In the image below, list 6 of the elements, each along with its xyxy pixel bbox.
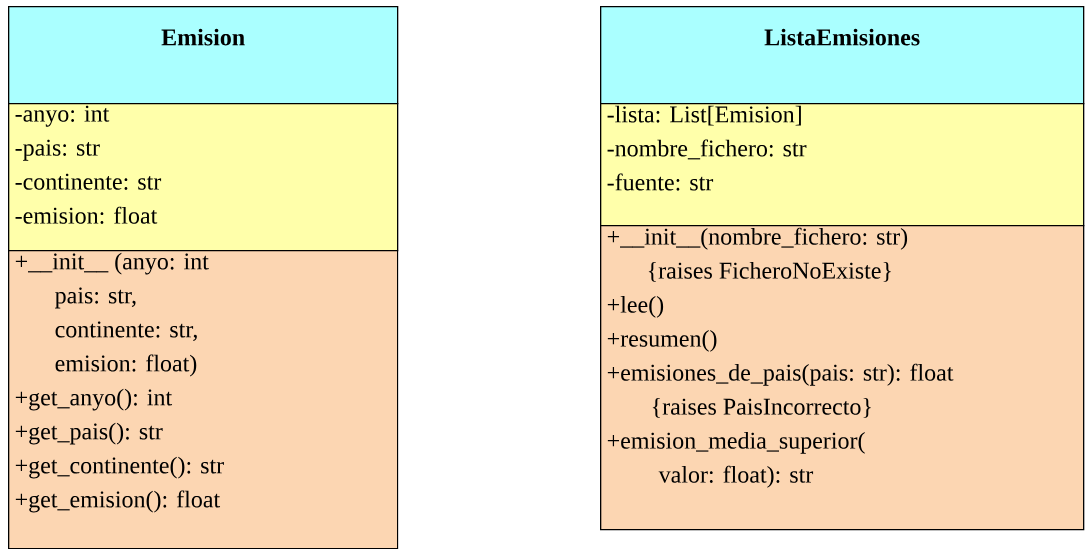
attributes-compartment: -anyo: int -pais: str -continente: str -emision: float <box>8 103 399 252</box>
class-name-header: ListaEmisiones <box>600 6 1085 105</box>
class-name-header: Emision <box>8 6 399 105</box>
attributes-compartment: -lista: List[Emision] -nombre_fichero: str -fuente: str <box>600 103 1085 227</box>
methods-compartment: +__init__(nombre_fichero: str) {raises FicheroNoExiste} +lee() +resumen() +emisiones_de_pais(pais: str): float {raises PaisIncorrecto} +emision_media_superior( valor: float): str <box>600 225 1085 531</box>
methods-compartment: +__init__ (anyo: int pais: str, continente: str, emision: float) +get_anyo(): int +get_pais(): str +get_continente(): str +get_emision(): float <box>8 250 399 549</box>
